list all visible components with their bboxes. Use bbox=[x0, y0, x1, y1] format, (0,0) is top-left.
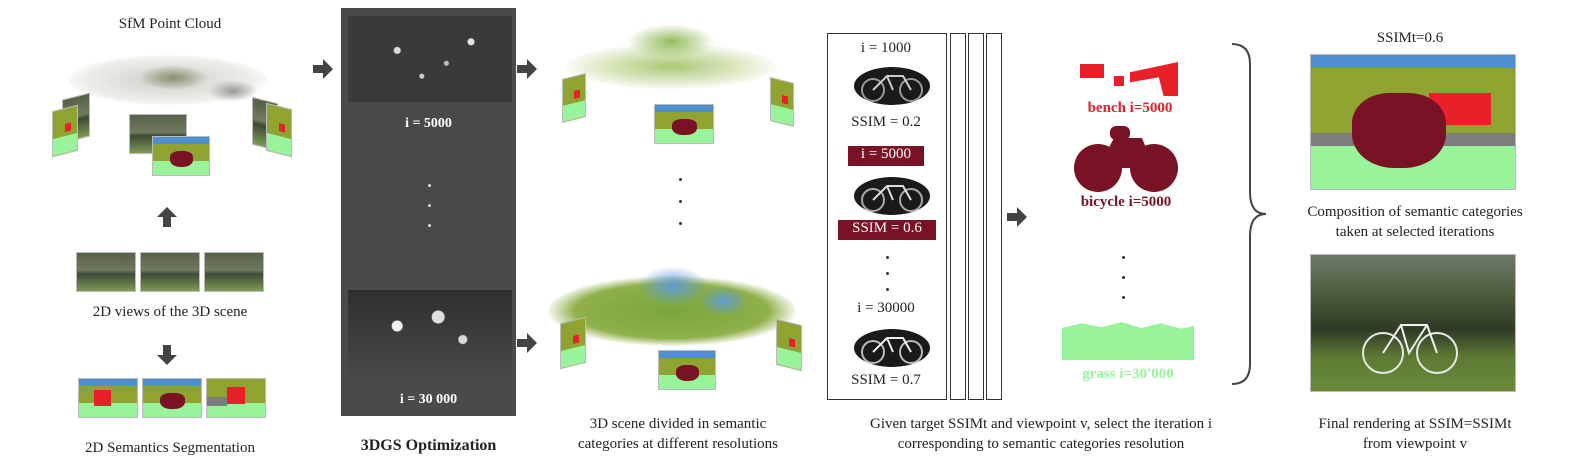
render-iter-5000 bbox=[348, 16, 512, 102]
camera-seg-center bbox=[152, 136, 210, 176]
stack-frame-2 bbox=[968, 33, 984, 400]
final-caption-line2: from viewpoint v bbox=[1362, 436, 1468, 452]
bench-mask bbox=[1080, 58, 1180, 98]
view-image-2 bbox=[140, 252, 200, 292]
iter-label-30000: i = 30 000 bbox=[399, 392, 458, 407]
iter-5000-highlight: i = 5000 bbox=[848, 146, 924, 166]
composition-caption-line1: Composition of semantic categories bbox=[1307, 204, 1523, 220]
arrow-right-icon bbox=[517, 59, 537, 79]
sfm-point-cloud bbox=[58, 40, 276, 120]
arrow-down-icon bbox=[157, 345, 177, 365]
selection-caption-line1: Given target SSIMt and viewpoint v, sele… bbox=[869, 416, 1212, 432]
composition-image bbox=[1310, 54, 1516, 190]
bicycle-label: bicycle i=5000 bbox=[1080, 194, 1172, 210]
sfm-title: SfM Point Cloud bbox=[118, 16, 222, 32]
arrow-right-icon bbox=[517, 333, 537, 353]
ellipsis-dot bbox=[886, 256, 889, 259]
right-brace-icon bbox=[1231, 43, 1267, 385]
views-caption: 2D views of the 3D scene bbox=[92, 304, 248, 320]
semantic-cloud-5000 bbox=[556, 24, 786, 94]
arrow-right-icon bbox=[1007, 207, 1027, 227]
arrow-right-icon bbox=[313, 59, 333, 79]
ssim-02-label: SSIM = 0.2 bbox=[851, 114, 921, 130]
grass-mask bbox=[1062, 322, 1194, 360]
ellipsis-dot bbox=[1122, 276, 1125, 279]
bicycle-render-1000 bbox=[853, 66, 931, 106]
optimization-caption: 3DGS Optimization bbox=[360, 437, 497, 454]
semantic-cloud-30000 bbox=[548, 266, 796, 356]
ssim-07-label: SSIM = 0.7 bbox=[851, 372, 921, 388]
ellipsis-dot bbox=[886, 288, 889, 291]
view-image-3 bbox=[204, 252, 264, 292]
selection-caption-line2: corresponding to semantic categories res… bbox=[897, 436, 1185, 452]
semantic-view-left-top bbox=[562, 73, 586, 123]
ellipsis-dot bbox=[428, 184, 431, 187]
bench-label: bench i=5000 bbox=[1087, 100, 1173, 116]
iter-30000-label: i = 30000 bbox=[857, 300, 915, 316]
semantic-view-center-bottom bbox=[658, 350, 716, 390]
stack-frame-3 bbox=[986, 33, 1002, 400]
scene-caption-line2: categories at different resolutions bbox=[577, 436, 779, 452]
composition-caption-line2: taken at selected iterations bbox=[1335, 224, 1495, 240]
grass-label: grass i=30'000 bbox=[1082, 366, 1174, 382]
ellipsis-dot bbox=[1122, 256, 1125, 259]
semantic-view-left-bottom bbox=[560, 316, 586, 370]
final-rendering-image bbox=[1310, 254, 1516, 392]
view-image-1 bbox=[76, 252, 136, 292]
bicycle-render-30000 bbox=[853, 328, 931, 368]
ellipsis-dot bbox=[428, 224, 431, 227]
seg-image-1 bbox=[78, 378, 138, 418]
bicycle-mask bbox=[1072, 126, 1180, 192]
semantic-view-center-top bbox=[654, 104, 714, 144]
ellipsis-dot bbox=[679, 200, 682, 203]
ssim-target-title: SSIMt=0.6 bbox=[1376, 30, 1444, 46]
stack-frame-1 bbox=[950, 33, 966, 400]
ellipsis-dot bbox=[428, 204, 431, 207]
ellipsis-dot bbox=[679, 222, 682, 225]
semantic-view-right-top bbox=[770, 77, 794, 127]
camera-seg-right bbox=[266, 102, 292, 158]
semantic-view-right-bottom bbox=[776, 318, 802, 372]
scene-caption-line1: 3D scene divided in semantic bbox=[589, 416, 767, 432]
seg-image-2 bbox=[142, 378, 202, 418]
iter-label-5000: i = 5000 bbox=[405, 116, 452, 131]
bicycle-render-5000 bbox=[853, 176, 931, 216]
seg-image-3 bbox=[206, 378, 266, 418]
arrow-up-icon bbox=[157, 207, 177, 227]
ellipsis-dot bbox=[886, 272, 889, 275]
render-iter-30000 bbox=[348, 290, 512, 380]
final-caption-line1: Final rendering at SSIM=SSIMt bbox=[1318, 416, 1512, 432]
ellipsis-dot bbox=[679, 178, 682, 181]
camera-seg-left bbox=[52, 104, 78, 158]
ellipsis-dot bbox=[1122, 296, 1125, 299]
ssim-06-highlight: SSIM = 0.6 bbox=[838, 220, 936, 240]
segmentation-caption: 2D Semantics Segmentation bbox=[85, 440, 255, 456]
iter-1000-label: i = 1000 bbox=[860, 40, 912, 56]
